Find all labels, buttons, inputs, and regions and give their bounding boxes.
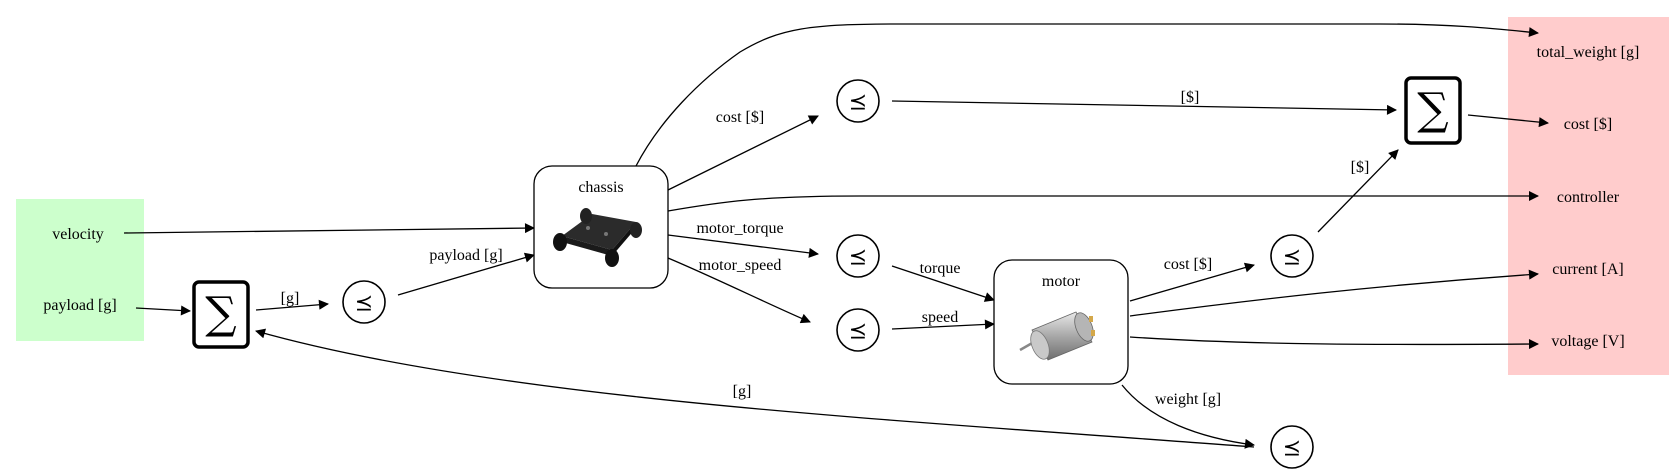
input-payload-label: payload [g] bbox=[43, 297, 116, 314]
label-motor-cost: cost [$] bbox=[1164, 256, 1212, 273]
sum-node-cost bbox=[1404, 76, 1462, 145]
input-velocity-label: velocity bbox=[52, 226, 104, 243]
sum-symbol: ∑ bbox=[205, 288, 236, 339]
label-torque: torque bbox=[920, 260, 961, 277]
leq-node-motor-cost: ⪯ bbox=[1270, 234, 1314, 278]
edge-motor-voltage bbox=[1129, 336, 1539, 350]
label-weight-feedback: [g] bbox=[733, 383, 752, 400]
leq-symbol: ⪯ bbox=[849, 245, 867, 270]
output-total-weight-label: total_weight [g] bbox=[1537, 44, 1640, 61]
edge-weight-feedback-sum bbox=[255, 328, 1255, 448]
label-motor-speed: motor_speed bbox=[699, 257, 782, 274]
edge-sum-output-cost bbox=[1467, 114, 1549, 128]
label-motor-cost-to-sum: [$] bbox=[1351, 159, 1370, 176]
leq-symbol: ⪯ bbox=[849, 319, 867, 344]
edge-leq-cost-sum bbox=[891, 100, 1397, 115]
edge-leq-sum-cost bbox=[1317, 149, 1399, 233]
edge-motor-cost-leq bbox=[1129, 262, 1255, 302]
chassis-title: chassis bbox=[578, 179, 623, 196]
edge-chassis-total-weight bbox=[635, 23, 1539, 167]
sum-node-payload bbox=[192, 280, 250, 349]
label-sum-to-leq: [g] bbox=[281, 290, 300, 307]
robot-chassis-image bbox=[553, 208, 642, 267]
leq-symbol: ⪯ bbox=[1283, 436, 1301, 461]
label-speed: speed bbox=[922, 309, 958, 326]
edge-chassis-torque-leq bbox=[667, 234, 819, 258]
sum-symbol: ∑ bbox=[1417, 84, 1448, 135]
edge-speed-motor bbox=[891, 319, 995, 330]
label-motor-torque: motor_torque bbox=[696, 220, 783, 237]
motor-title: motor bbox=[1042, 273, 1081, 290]
label-weight: weight [g] bbox=[1155, 391, 1221, 408]
output-cost-label: cost [$] bbox=[1564, 116, 1612, 133]
label-cost-to-sum: [$] bbox=[1181, 89, 1200, 106]
edge-leq-chassis bbox=[397, 252, 535, 296]
leq-node-torque: ⪯ bbox=[836, 234, 880, 278]
leq-node-speed: ⪯ bbox=[836, 308, 880, 352]
leq-symbol: ⪯ bbox=[355, 291, 373, 316]
edge-chassis-speed-leq bbox=[667, 257, 811, 324]
edge-velocity-chassis bbox=[123, 223, 535, 234]
label-chassis-cost: cost [$] bbox=[716, 109, 764, 126]
leq-node-weight: ⪯ bbox=[1270, 425, 1314, 469]
edge-motor-weight-leq bbox=[1121, 384, 1255, 449]
chassis-node: chassis bbox=[533, 165, 669, 289]
edge-payload-sum bbox=[135, 305, 191, 316]
dc-motor-image bbox=[1019, 311, 1095, 361]
output-controller-label: controller bbox=[1557, 189, 1620, 206]
leq-node-chassis-cost: ⪯ bbox=[836, 79, 880, 123]
leq-node-payload: ⪯ bbox=[342, 280, 386, 324]
label-payload-to-chassis: payload [g] bbox=[429, 247, 502, 264]
edge-sum-leq bbox=[255, 299, 329, 311]
leq-symbol: ⪯ bbox=[849, 90, 867, 115]
edge-motor-current bbox=[1129, 269, 1539, 317]
inputs-panel bbox=[16, 199, 144, 341]
edges bbox=[123, 23, 1549, 449]
leq-symbol: ⪯ bbox=[1283, 245, 1301, 270]
motor-node: motor bbox=[993, 259, 1129, 385]
edge-chassis-controller bbox=[667, 191, 1539, 212]
edge-torque-motor bbox=[891, 265, 995, 302]
edge-chassis-cost-leq bbox=[667, 115, 819, 191]
output-current-label: current [A] bbox=[1552, 261, 1624, 278]
output-voltage-label: voltage [V] bbox=[1551, 333, 1624, 350]
